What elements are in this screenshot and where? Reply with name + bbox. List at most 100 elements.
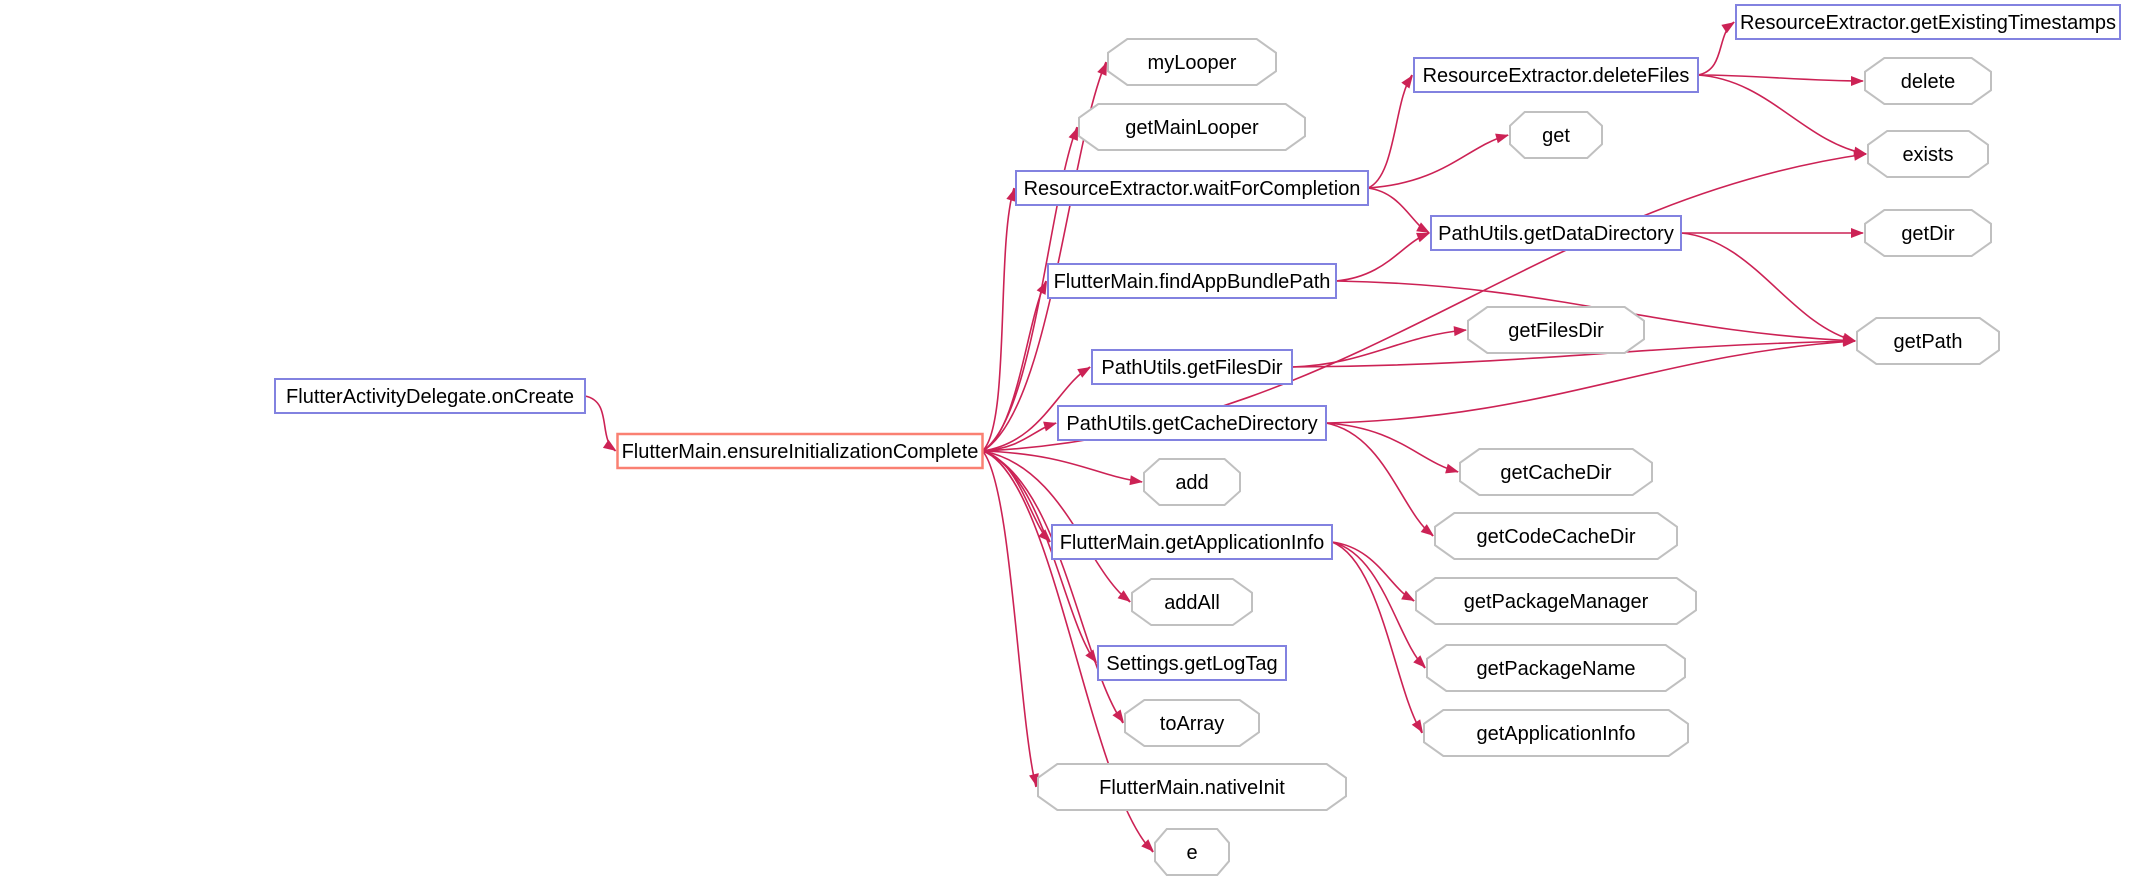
graph-node-nativeinit[interactable]: FlutterMain.nativeInit xyxy=(1037,763,1347,811)
node-octagon[interactable] xyxy=(1426,644,1686,692)
graph-node-delete[interactable]: delete xyxy=(1864,57,1992,105)
graph-node-getappinfo_fm[interactable]: FlutterMain.getApplicationInfo xyxy=(1051,524,1333,560)
arrow-head-icon xyxy=(1112,709,1124,723)
node-octagon[interactable] xyxy=(1864,209,1992,257)
graph-node-getcodecachedir[interactable]: getCodeCacheDir xyxy=(1434,512,1678,560)
arrow-head-icon xyxy=(1842,336,1856,347)
graph-node-oncreate[interactable]: FlutterActivityDelegate.onCreate xyxy=(274,378,586,414)
node-octagon[interactable] xyxy=(1107,38,1277,86)
call-edge xyxy=(584,395,617,452)
call-edge xyxy=(982,280,1047,452)
node-octagon[interactable] xyxy=(1459,448,1653,496)
graph-node-waitforcompletion[interactable]: ResourceExtractor.waitForCompletion xyxy=(1015,170,1369,206)
arrow-head-icon xyxy=(1851,76,1864,86)
graph-node-getdir[interactable]: getDir xyxy=(1864,209,1992,257)
arrow-head-icon xyxy=(1043,421,1057,432)
graph-node-mylooper[interactable]: myLooper xyxy=(1107,38,1277,86)
arrow-head-icon xyxy=(1077,367,1091,378)
call-edge xyxy=(1291,329,1467,368)
arrow-head-icon xyxy=(1097,62,1107,76)
graph-node-deletefiles[interactable]: ResourceExtractor.deleteFiles xyxy=(1413,57,1699,93)
arrow-head-icon xyxy=(1495,133,1509,144)
node-octagon[interactable] xyxy=(1078,103,1306,151)
graph-node-getfilesdir[interactable]: getFilesDir xyxy=(1467,306,1645,354)
graph-node-getdatadir[interactable]: PathUtils.getDataDirectory xyxy=(1430,215,1682,251)
node-octagon[interactable] xyxy=(1856,317,2000,365)
graph-node-getpkgname[interactable]: getPackageName xyxy=(1426,644,1686,692)
call-edge xyxy=(982,450,1143,483)
arrow-head-icon xyxy=(1416,222,1430,233)
graph-node-addall[interactable]: addAll xyxy=(1131,578,1253,626)
edges-layer xyxy=(584,21,1867,853)
graph-node-toarray[interactable]: toArray xyxy=(1124,699,1260,747)
node-box[interactable] xyxy=(274,378,586,414)
call-edge xyxy=(1680,232,1856,342)
node-box[interactable] xyxy=(1091,349,1293,385)
focus-node-box[interactable] xyxy=(616,432,984,470)
graph-node-getappinfo[interactable]: getApplicationInfo xyxy=(1423,709,1689,757)
node-box[interactable] xyxy=(1057,405,1327,441)
node-octagon[interactable] xyxy=(1467,306,1645,354)
arrow-head-icon xyxy=(1036,281,1047,295)
arrow-head-icon xyxy=(1416,232,1430,243)
node-octagon[interactable] xyxy=(1867,130,1989,178)
arrow-head-icon xyxy=(1006,188,1016,202)
node-box[interactable] xyxy=(1097,645,1287,681)
arrow-head-icon xyxy=(1401,75,1413,89)
graph-node-gettimestamps[interactable]: ResourceExtractor.getExistingTimestamps xyxy=(1735,4,2121,40)
call-edge xyxy=(1367,74,1413,189)
call-edge xyxy=(982,450,1124,724)
graph-node-getfilesdir_pu[interactable]: PathUtils.getFilesDir xyxy=(1091,349,1293,385)
call-edge xyxy=(1325,422,1434,537)
call-edge xyxy=(1697,74,1867,155)
node-box[interactable] xyxy=(1413,57,1699,93)
node-octagon[interactable] xyxy=(1509,111,1603,159)
graph-node-getcachedir[interactable]: getCacheDir xyxy=(1459,448,1653,496)
call-edge xyxy=(1335,232,1430,282)
arrow-head-icon xyxy=(1141,839,1154,852)
arrow-head-icon xyxy=(1117,590,1131,602)
graph-node-get[interactable]: get xyxy=(1509,111,1603,159)
call-edge xyxy=(1367,134,1509,189)
node-octagon[interactable] xyxy=(1415,577,1697,625)
arrow-head-icon xyxy=(1453,326,1467,337)
node-box[interactable] xyxy=(1047,263,1337,299)
node-octagon[interactable] xyxy=(1131,578,1253,626)
graph-node-findappbundle[interactable]: FlutterMain.findAppBundlePath xyxy=(1047,263,1337,299)
node-box[interactable] xyxy=(1430,215,1682,251)
arrow-head-icon xyxy=(1411,719,1423,733)
node-box[interactable] xyxy=(1015,170,1369,206)
call-edge xyxy=(982,450,1131,603)
node-box[interactable] xyxy=(1051,524,1333,560)
node-octagon[interactable] xyxy=(1124,699,1260,747)
call-edge xyxy=(1697,74,1864,82)
arrow-head-icon xyxy=(1420,524,1434,536)
arrow-head-icon xyxy=(1445,463,1459,474)
node-octagon[interactable] xyxy=(1154,828,1230,876)
graph-node-e[interactable]: e xyxy=(1154,828,1230,876)
call-edge xyxy=(982,450,1154,853)
graph-node-getmainlooper[interactable]: getMainLooper xyxy=(1078,103,1306,151)
graph-node-ensure[interactable]: FlutterMain.ensureInitializationComplete xyxy=(616,432,984,470)
node-octagon[interactable] xyxy=(1434,512,1678,560)
graph-node-getpath[interactable]: getPath xyxy=(1856,317,2000,365)
arrow-head-icon xyxy=(1401,590,1415,601)
node-octagon[interactable] xyxy=(1143,458,1241,506)
graph-node-getcachedir_pu[interactable]: PathUtils.getCacheDirectory xyxy=(1057,405,1327,441)
arrow-head-icon xyxy=(1721,22,1735,34)
node-octagon[interactable] xyxy=(1037,763,1347,811)
graph-node-add[interactable]: add xyxy=(1143,458,1241,506)
call-edge xyxy=(982,366,1091,452)
arrow-head-icon xyxy=(1068,127,1078,141)
arrow-head-icon xyxy=(1129,475,1143,486)
graph-node-exists[interactable]: exists xyxy=(1867,130,1989,178)
call-edge xyxy=(1331,541,1415,602)
graph-node-getpkgmgr[interactable]: getPackageManager xyxy=(1415,577,1697,625)
node-octagon[interactable] xyxy=(1864,57,1992,105)
arrow-head-icon xyxy=(1029,773,1039,787)
node-octagon[interactable] xyxy=(1423,709,1689,757)
graph-node-getlogtag[interactable]: Settings.getLogTag xyxy=(1097,645,1287,681)
node-box[interactable] xyxy=(1735,4,2121,40)
